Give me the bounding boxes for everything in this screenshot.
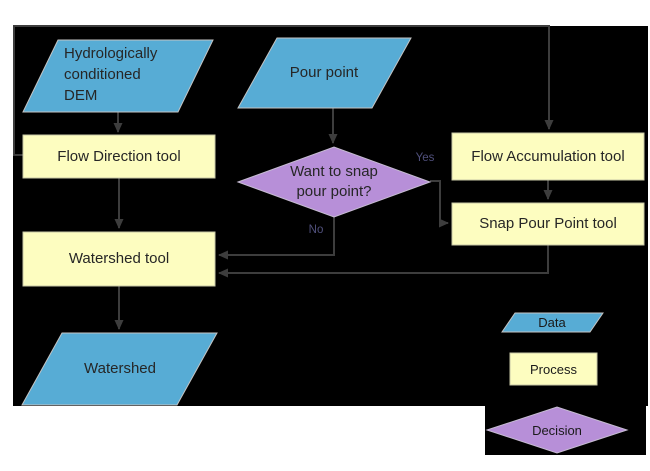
node-watershed-label: Watershed [84,360,156,377]
node-decision-shape [236,146,432,218]
node-pour-point-shape [237,37,412,109]
node-snap-pour-point-label: Snap Pour Point tool [479,215,617,232]
legend-data-label: Data [538,315,566,330]
node-flow-direction-label: Flow Direction tool [57,147,181,165]
branch-no-label: No [308,224,324,236]
node-flow-accumulation-label: Flow Accumulation tool [471,147,625,165]
connector-decision-yes-to-snap-pour-point [430,180,449,228]
connector-flow-direction-to-flow-accumulation [13,25,554,156]
node-snap-pour-point-shape [451,202,645,246]
node-decision-label: Want to snap pour point? [290,163,378,200]
legend-data-shape [501,312,604,333]
node-watershed-shape [21,332,218,406]
connector-decision-no-to-watershed-tool [218,217,335,260]
node-dem-label: Hydrologically conditioned DEM [64,45,158,104]
legend-decision-label: Decision [532,422,582,438]
legend-process-shape [509,352,598,386]
node-watershed-tool-label: Watershed tool [68,250,170,267]
node-flow-direction-shape [22,134,216,179]
node-watershed-tool-shape [22,231,216,287]
node-flow-accumulation-shape [451,132,645,181]
connector-snap-pour-point-to-watershed-tool [218,245,549,278]
legend-process-label: Process [530,361,577,377]
node-dem-shape [22,39,214,113]
node-pour-point-label: Pour point [289,64,359,81]
branch-yes-label: Yes [415,152,435,164]
legend-decision-shape [485,406,629,454]
